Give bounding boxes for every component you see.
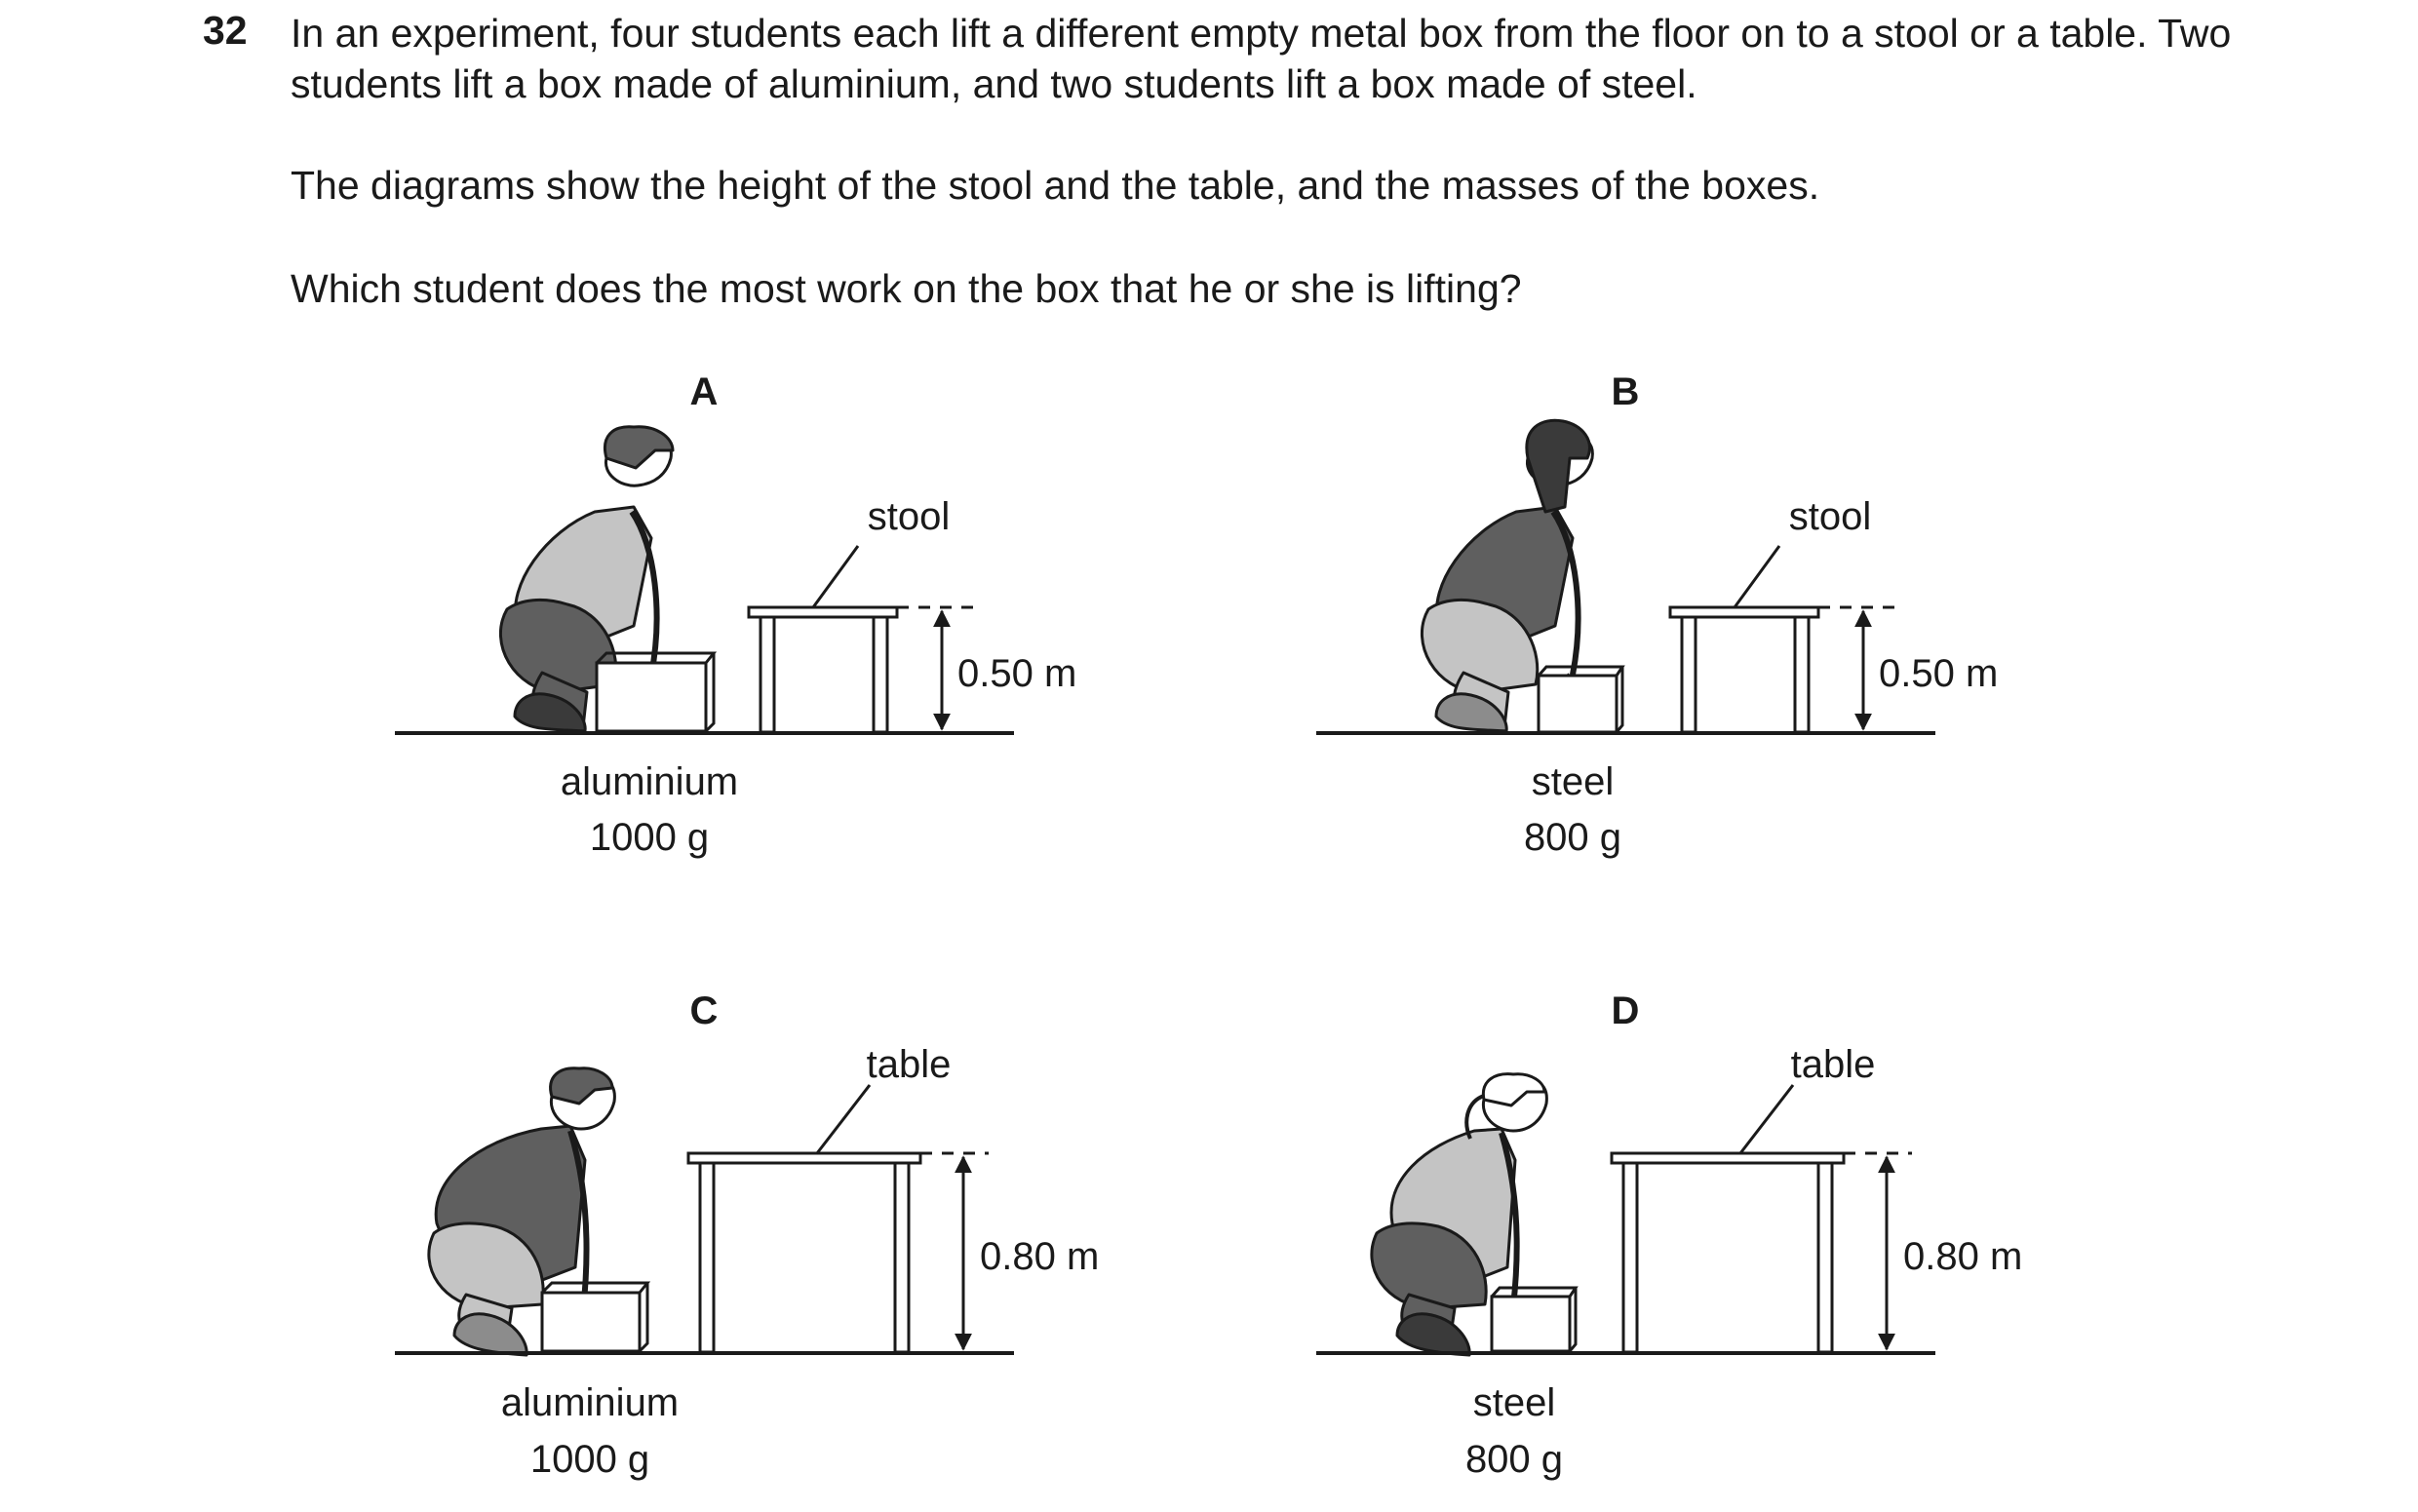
question-number: 32 — [203, 8, 248, 53]
option-b-letter: B — [1612, 370, 1640, 413]
option-b-diagram: B stool 0.50 m steel 800 g — [1316, 370, 1998, 859]
option-d-letter: D — [1612, 989, 1640, 1032]
height-label-a: 0.50 m — [957, 652, 1076, 695]
height-label-b: 0.50 m — [1879, 652, 1998, 695]
table-d — [1610, 1151, 1846, 1354]
student-a-figure — [499, 425, 675, 733]
question-context: The diagrams show the height of the stoo… — [291, 163, 1820, 208]
material-label-b: steel — [1532, 760, 1615, 803]
question-intro: In an experiment, four students each lif… — [291, 11, 2232, 106]
table-c — [686, 1151, 922, 1354]
question-prompt: Which student does the most work on the … — [291, 266, 1522, 311]
box-c — [540, 1291, 642, 1353]
stool-label-a: stool — [868, 495, 951, 538]
option-c-diagram: C table 0.80 m aluminium 1000 g — [395, 989, 1099, 1481]
mass-label-a: 1000 g — [590, 816, 709, 859]
mass-label-c: 1000 g — [530, 1438, 649, 1481]
height-label-d: 0.80 m — [1903, 1235, 2022, 1278]
mass-label-d: 800 g — [1465, 1438, 1563, 1481]
option-a-diagram: A stool 0.50 m aluminium 1000 g — [395, 370, 1076, 859]
option-a-letter: A — [690, 370, 719, 413]
student-d-figure — [1370, 1072, 1548, 1357]
box-b — [1537, 674, 1618, 734]
option-c-letter: C — [690, 989, 719, 1032]
material-label-a: aluminium — [561, 760, 738, 803]
mass-label-b: 800 g — [1524, 816, 1621, 859]
box-a — [595, 661, 708, 733]
table-label-d: table — [1791, 1043, 1876, 1086]
box-d — [1490, 1295, 1572, 1353]
material-label-c: aluminium — [501, 1381, 679, 1424]
stool-b — [1668, 605, 1820, 734]
height-label-c: 0.80 m — [980, 1235, 1099, 1278]
option-d-diagram: D table 0.80 m steel 800 g — [1316, 989, 2022, 1481]
table-label-c: table — [867, 1043, 952, 1086]
student-b-figure — [1421, 418, 1596, 733]
stool-a — [747, 605, 899, 734]
stool-label-b: stool — [1789, 495, 1872, 538]
material-label-d: steel — [1473, 1381, 1556, 1424]
